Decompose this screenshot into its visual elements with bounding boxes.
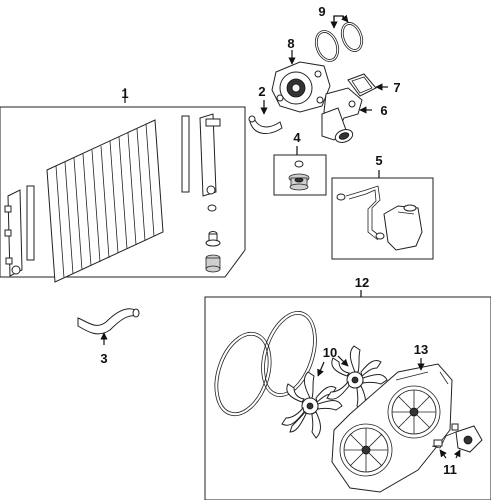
callout-3: 3 bbox=[100, 351, 107, 366]
radiator-group: 1 bbox=[0, 86, 246, 283]
lower-hose: 3 bbox=[77, 308, 140, 366]
fan-shroud bbox=[331, 363, 453, 493]
fan-motor-resistor bbox=[431, 423, 483, 459]
radiator-cap bbox=[205, 254, 221, 273]
radiator-group-frame bbox=[0, 106, 246, 278]
callout-7: 7 bbox=[393, 80, 400, 95]
callout-6: 6 bbox=[380, 103, 387, 118]
fan-blade-right bbox=[326, 345, 388, 413]
callout-2: 2 bbox=[258, 84, 265, 99]
thermostat-gasket: 7 bbox=[347, 73, 401, 97]
callout-4: 4 bbox=[293, 130, 301, 145]
callout-9: 9 bbox=[318, 4, 325, 19]
callout-1: 1 bbox=[121, 86, 128, 101]
bypass-hose: 2 bbox=[248, 84, 283, 134]
fan-shroud-ring-right bbox=[261, 311, 317, 397]
radiator-fins bbox=[55, 123, 155, 279]
callout-5: 5 bbox=[375, 153, 382, 168]
reservoir-hose bbox=[345, 185, 381, 237]
reservoir-group: 5 bbox=[331, 153, 434, 260]
callout-8: 8 bbox=[287, 36, 294, 51]
drain-plug-gasket bbox=[207, 204, 217, 212]
callout-10-leader-a bbox=[317, 361, 325, 377]
callout-9-leader bbox=[333, 15, 344, 20]
radiator-right-tank bbox=[199, 113, 217, 197]
fan-group: 12 10 bbox=[204, 275, 491, 500]
callout-10-leader-b bbox=[337, 355, 349, 367]
callout-12: 12 bbox=[355, 275, 369, 290]
callout-11-leader-b bbox=[453, 449, 461, 459]
fan-shroud-ring-left bbox=[214, 331, 272, 417]
radiator-seal-right bbox=[181, 115, 190, 193]
callout-11: 11 bbox=[443, 462, 457, 477]
o-rings: 9 bbox=[314, 4, 364, 62]
reservoir-tank bbox=[383, 205, 423, 251]
reservoir-frame bbox=[331, 177, 434, 260]
radiator-seal-left bbox=[26, 185, 35, 261]
fan-group-frame bbox=[204, 296, 491, 500]
reservoir-cap-frame bbox=[273, 154, 327, 196]
reservoir-cap-group: 4 bbox=[273, 130, 327, 196]
callout-11-leader-a bbox=[439, 449, 447, 459]
callout-10: 10 bbox=[323, 345, 337, 360]
drain-plug bbox=[205, 231, 221, 247]
fan-blade-left bbox=[281, 371, 343, 439]
callout-13: 13 bbox=[414, 342, 428, 357]
water-outlet: 6 bbox=[321, 87, 388, 143]
water-pump: 8 bbox=[271, 36, 331, 113]
